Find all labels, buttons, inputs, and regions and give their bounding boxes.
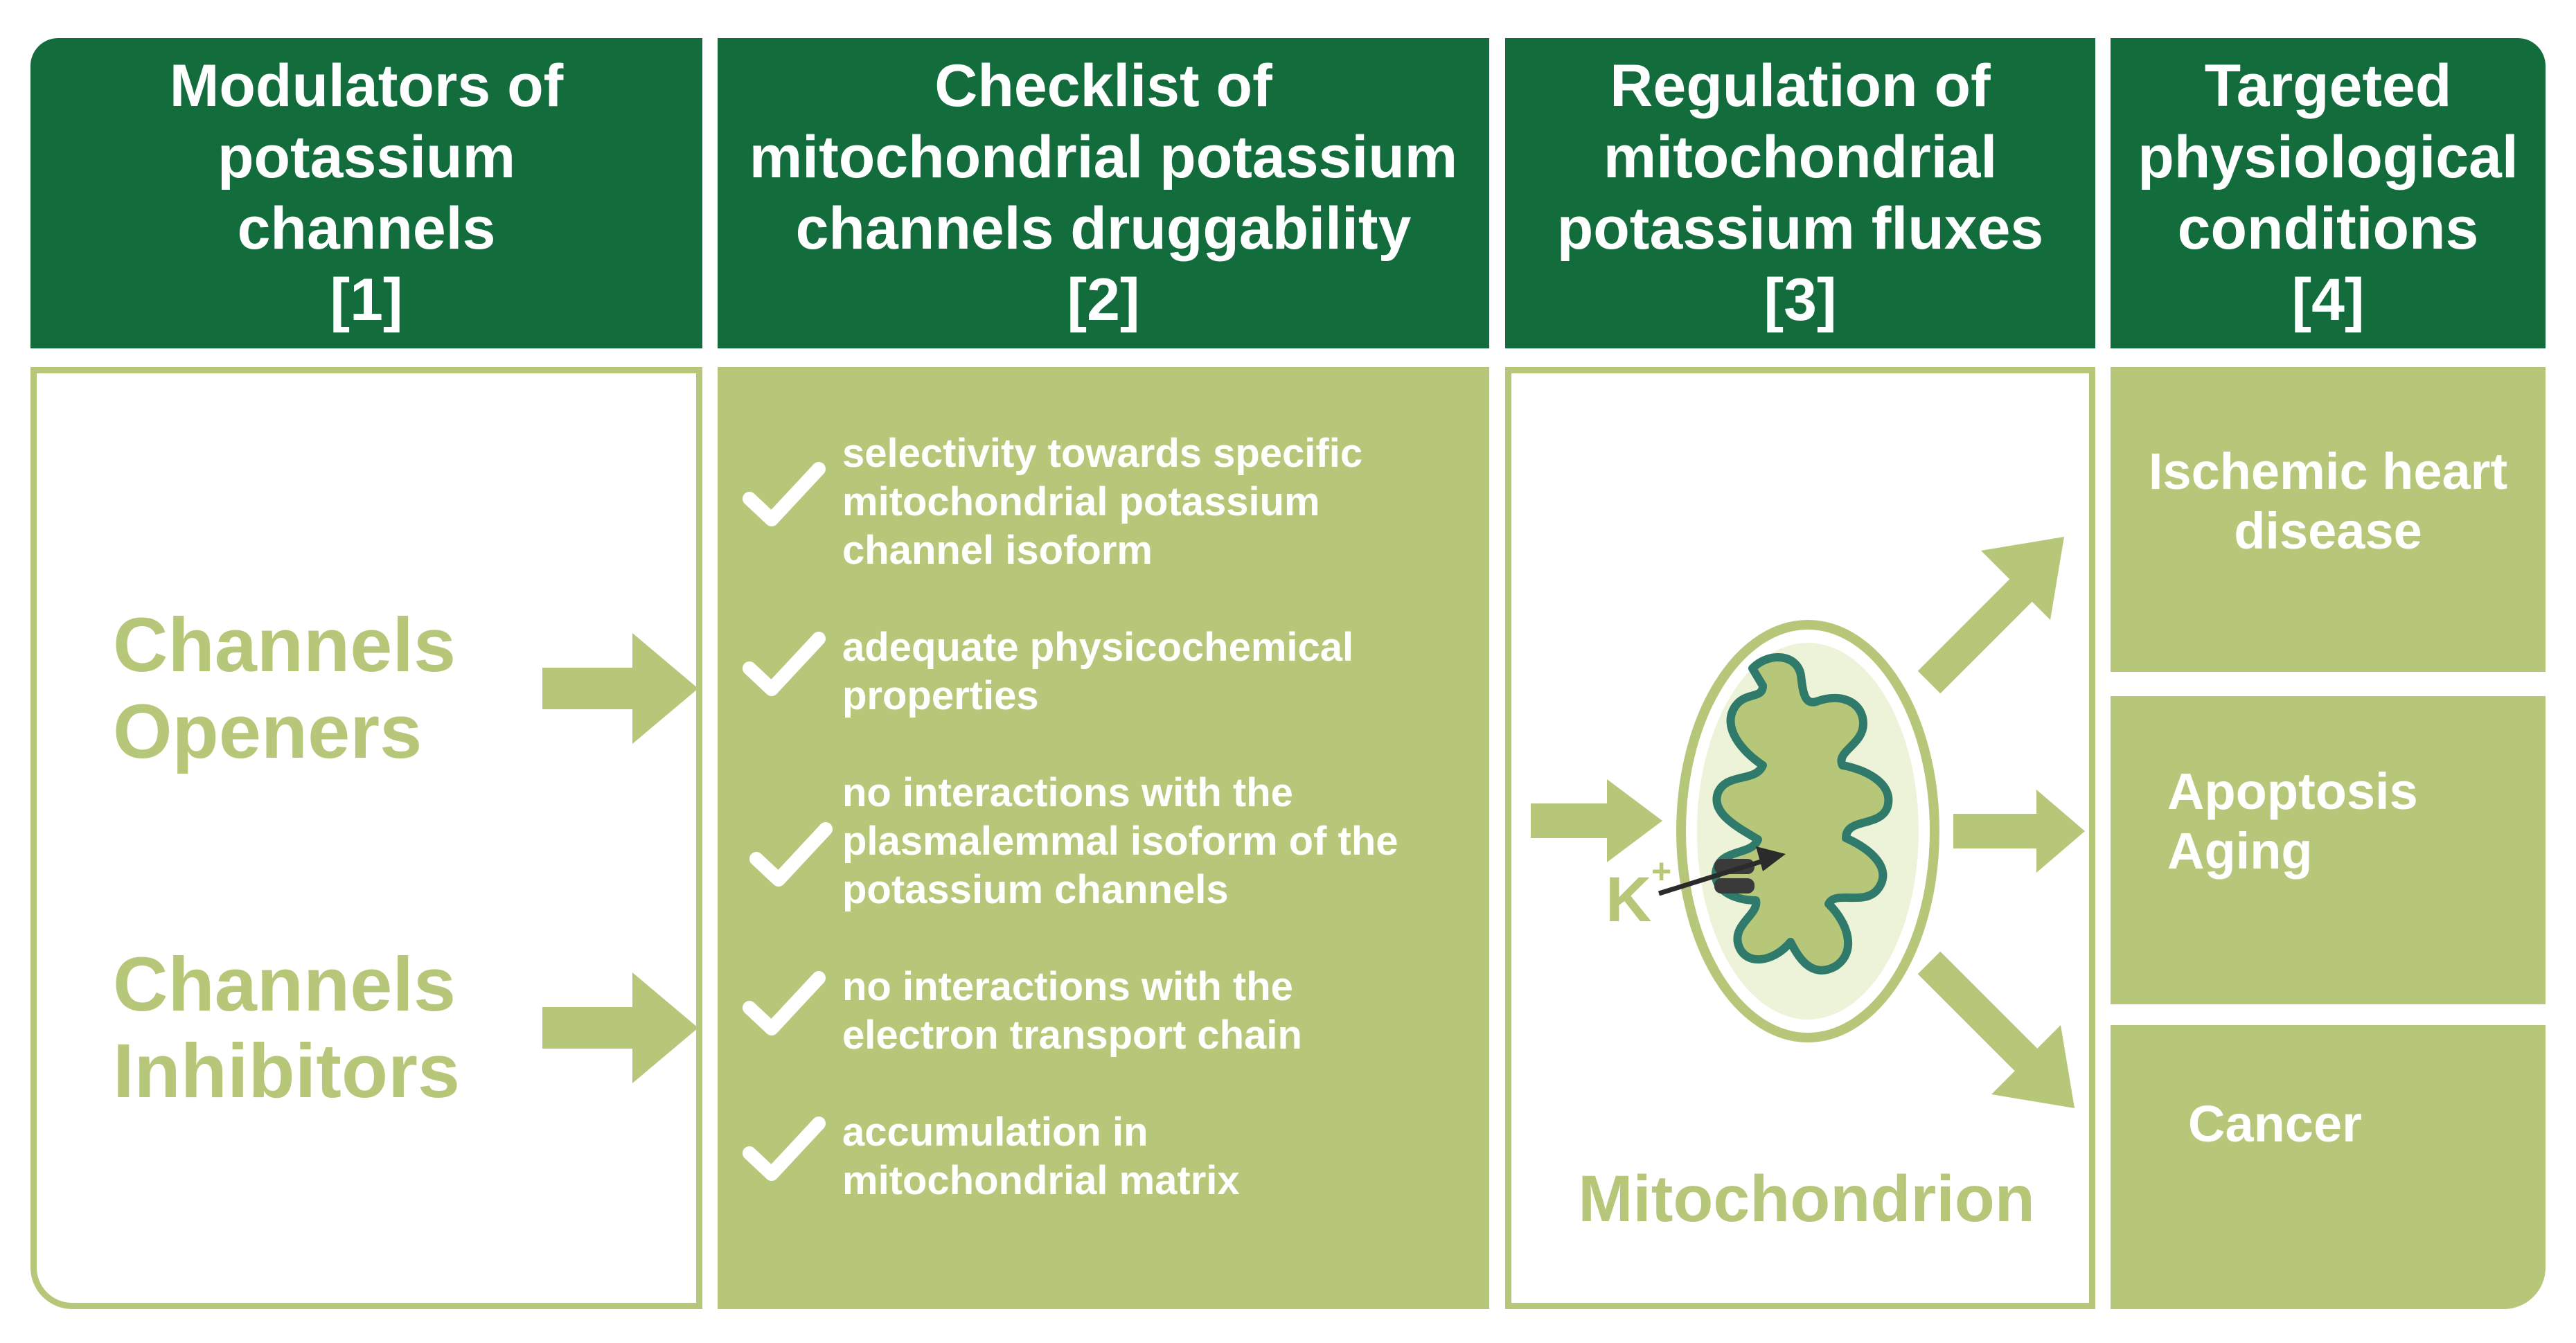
column-header-conditions: Targeted physiological conditions [4] xyxy=(2111,38,2546,348)
mitochondrion-icon xyxy=(1676,620,1939,1042)
condition-ischemic-heart-disease: Ischemic heart disease xyxy=(2111,367,2546,672)
checklist-line: properties xyxy=(842,673,1039,718)
header-line: physiological xyxy=(2138,124,2519,190)
header-line: conditions xyxy=(2177,195,2479,262)
checklist-line: channel isoform xyxy=(842,528,1153,573)
condition-line: Apoptosis xyxy=(2167,763,2418,820)
condition-line: Ischemic heart xyxy=(2148,443,2508,500)
header-reference: [1] xyxy=(330,267,403,333)
condition-line: Cancer xyxy=(2188,1095,2362,1153)
header-line: channels druggability xyxy=(795,195,1412,262)
potassium-ion-charge: + xyxy=(1651,852,1671,891)
checklist-line: accumulation in xyxy=(842,1110,1148,1155)
header-line: Regulation of xyxy=(1610,53,1991,119)
header-line: Checklist of xyxy=(934,53,1272,119)
condition-apoptosis-aging: Apoptosis Aging xyxy=(2111,696,2546,1004)
checklist-line: mitochondrial potassium xyxy=(842,479,1320,524)
header-line: mitochondrial potassium xyxy=(749,124,1458,190)
checklist-line: electron transport chain xyxy=(842,1013,1302,1058)
header-line: Modulators of xyxy=(169,53,564,119)
modulator-line: Channels xyxy=(113,942,456,1027)
check-icon xyxy=(743,462,826,526)
condition-line: disease xyxy=(2234,502,2422,560)
checklist-line: potassium channels xyxy=(842,867,1229,912)
arrow-up-right-icon xyxy=(1917,537,2064,694)
column-header-checklist: Checklist of mitochondrial potassium cha… xyxy=(718,38,1489,348)
condition-cancer: Cancer xyxy=(2111,1025,2546,1309)
modulators-panel: Channels Openers Channels Inhibitors xyxy=(30,367,702,1309)
arrow-right-icon xyxy=(542,972,698,1083)
header-line: Targeted xyxy=(2204,53,2452,119)
potassium-flux-arrow-icon xyxy=(1658,846,1786,896)
check-icon xyxy=(743,632,826,696)
checklist-panel: selectivity towards specific mitochondri… xyxy=(718,367,1489,1309)
header-line: potassium fluxes xyxy=(1556,195,2044,262)
modulator-line: Openers xyxy=(113,689,423,774)
checklist-line: no interactions with the xyxy=(842,770,1293,815)
arrow-right-icon xyxy=(1953,790,2085,873)
column-header-regulation: Regulation of mitochondrial potassium fl… xyxy=(1505,38,2095,348)
header-line: mitochondrial xyxy=(1603,124,1998,190)
header-line: potassium xyxy=(217,124,516,190)
arrow-right-icon xyxy=(1531,779,1662,862)
checklist-line: adequate physicochemical xyxy=(842,625,1354,670)
header-reference: [3] xyxy=(1764,267,1837,333)
check-icon xyxy=(743,1117,826,1181)
checklist-line: selectivity towards specific xyxy=(842,431,1363,476)
header-line: channels xyxy=(237,195,496,262)
modulator-line: Inhibitors xyxy=(113,1029,461,1114)
header-reference: [4] xyxy=(2291,267,2365,333)
potassium-ion-label: K xyxy=(1606,864,1651,935)
arrow-down-right-icon xyxy=(1917,951,2075,1108)
check-icon xyxy=(749,822,833,887)
modulator-openers: Channels Openers xyxy=(113,602,456,775)
checklist-line: no interactions with the xyxy=(842,964,1293,1009)
condition-line: Aging xyxy=(2167,822,2313,880)
checklist-line: mitochondrial matrix xyxy=(842,1158,1240,1203)
column-header-modulators: Modulators of potassium channels [1] xyxy=(30,38,702,348)
checklist-line: plasmalemmal isoform of the xyxy=(842,819,1398,864)
modulator-inhibitors: Channels Inhibitors xyxy=(113,941,460,1114)
mitochondrion-label: Mitochondrion xyxy=(1578,1162,2035,1236)
arrow-right-icon xyxy=(542,633,698,744)
header-reference: [2] xyxy=(1067,267,1140,333)
modulator-line: Channels xyxy=(113,603,456,688)
check-icon xyxy=(743,971,826,1035)
